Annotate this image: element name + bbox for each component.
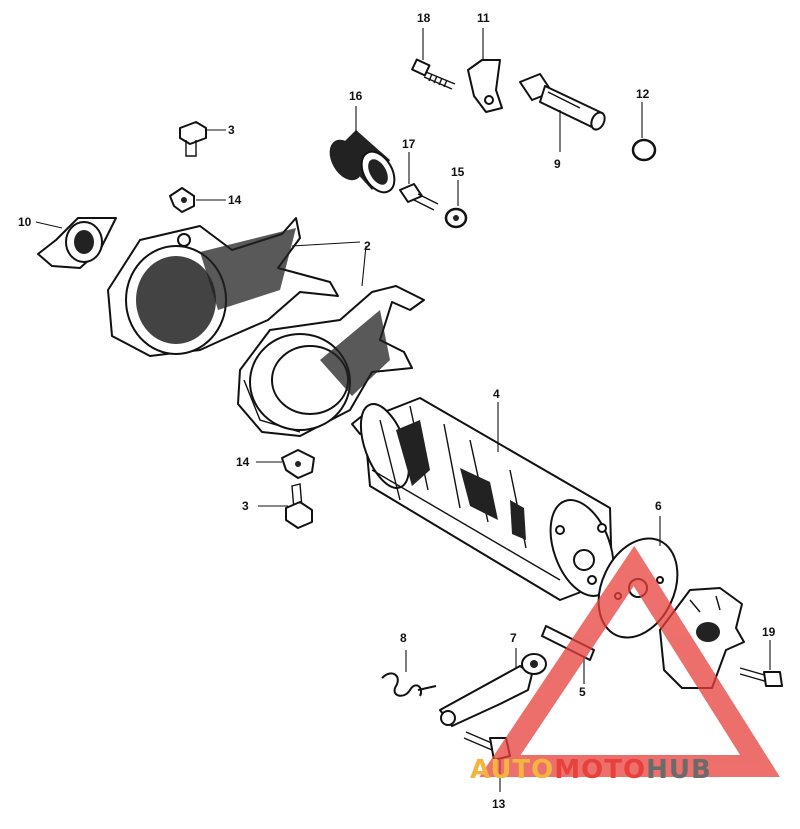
watermark-text: AUTOMOTOHUB: [470, 755, 712, 785]
watermark-logo: [479, 545, 780, 777]
callout-4: 4: [493, 387, 500, 401]
callout-3-lower: 3: [242, 499, 249, 513]
callout-13: 13: [492, 797, 506, 811]
callout-18: 18: [417, 11, 431, 25]
part-14-clip-lower: [281, 449, 315, 479]
part-2-shift-fork-lower: [237, 285, 425, 437]
part-10-plate: [37, 217, 117, 269]
part-8-spring: [381, 672, 437, 697]
triangle-logo-icon: [479, 545, 780, 777]
part-19-screw: [739, 667, 783, 687]
callout-17: 17: [402, 137, 416, 151]
part-17-screw: [399, 183, 439, 211]
callout-16: 16: [349, 89, 363, 103]
part-7-stopper-arm: [439, 653, 547, 727]
callout-9: 9: [554, 157, 561, 171]
part-3-bolt-top: [179, 121, 207, 157]
callout-14-lower: 14: [236, 455, 250, 469]
callout-19: 19: [762, 625, 776, 639]
part-3-bolt-lower: [285, 483, 313, 529]
part-9-shaft: [519, 73, 606, 131]
part-14-clip-top: [169, 187, 195, 213]
callout-14-top: 14: [228, 193, 242, 207]
part-16-boot: [329, 130, 396, 194]
callout-7: 7: [510, 631, 517, 645]
watermark-hub: HUB: [646, 755, 712, 785]
callout-3-top: 3: [228, 123, 235, 137]
part-12-ring: [631, 138, 657, 162]
part-11-bracket: [467, 59, 503, 113]
callout-15: 15: [451, 165, 465, 179]
part-4-shift-drum: [351, 397, 615, 601]
callout-8: 8: [400, 631, 407, 645]
watermark-auto: AUTO: [470, 755, 554, 785]
watermark-moto: MOTO: [554, 755, 646, 785]
part-18-screw: [411, 58, 456, 90]
callout-5: 5: [579, 685, 586, 699]
callout-6: 6: [655, 499, 662, 513]
part-star-cam: [659, 587, 745, 689]
callout-11: 11: [477, 11, 490, 25]
callout-2: 2: [364, 239, 371, 253]
callout-12: 12: [636, 87, 650, 101]
callout-10: 10: [18, 215, 32, 229]
part-2-shift-fork-upper: [107, 217, 339, 357]
part-15-washer: [444, 207, 468, 229]
